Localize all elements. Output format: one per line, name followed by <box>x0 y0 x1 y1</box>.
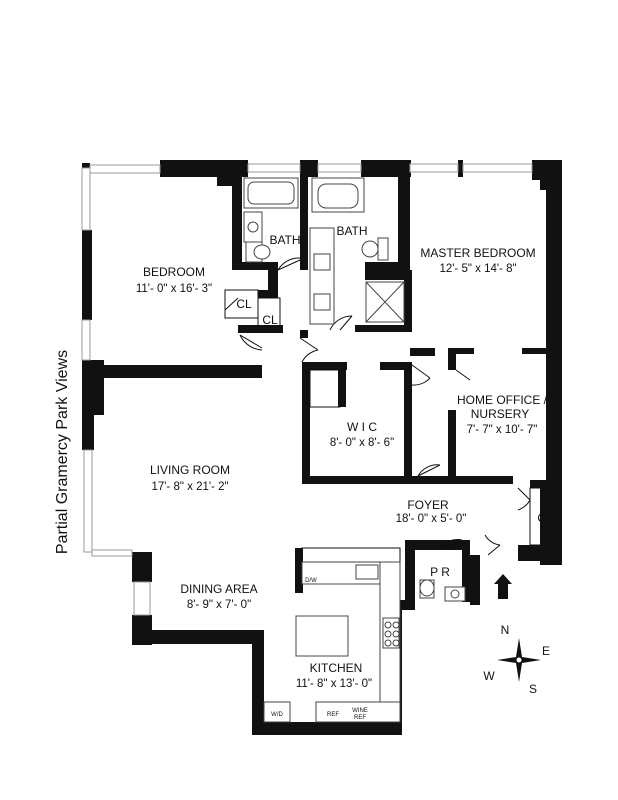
home-office-name-line1: HOME OFFICE / <box>457 393 548 407</box>
compass-icon <box>497 638 541 682</box>
foyer-name: FOYER <box>407 498 449 512</box>
dining-area-dims: 8'- 9" x 7'- 0" <box>187 599 251 611</box>
master-bedroom-name: MASTER BEDROOM <box>420 246 535 260</box>
bath-left-name: BATH <box>269 233 300 247</box>
doors <box>224 257 531 556</box>
wine-ref-label-line2: REF <box>354 715 366 721</box>
living-room-dims: 17'- 8" x 21'- 2" <box>151 481 228 493</box>
wic-name: W I C <box>347 420 377 434</box>
wine-ref-label-line1: WINE <box>352 708 368 714</box>
bedroom-dims: 11'- 0" x 16'- 3" <box>136 283 212 295</box>
master-bedroom-dims: 12'- 5" x 14'- 8" <box>439 263 516 275</box>
wic-dims: 8'- 0" x 8'- 6" <box>330 437 394 449</box>
kitchen-dims: 11'- 8" x 13'- 0" <box>296 678 372 690</box>
interior-walls <box>92 262 547 593</box>
powder-room-name: P R <box>430 565 450 579</box>
washer-dryer-label: W/D <box>271 712 283 718</box>
closet-label-1: CL <box>236 297 252 311</box>
closet-label-2: CL <box>262 313 278 327</box>
refrigerator-label: REF <box>327 712 339 718</box>
foyer-dims: 18'- 0" x 5'- 0" <box>396 513 467 525</box>
home-office-name-line2: NURSERY <box>471 407 529 421</box>
closet-label-3: CL <box>537 511 553 525</box>
windows <box>81 163 533 616</box>
bath-fixtures <box>243 177 466 602</box>
living-room-name: LIVING ROOM <box>150 463 230 477</box>
bath-center-name: BATH <box>336 224 367 238</box>
dining-area-name: DINING AREA <box>180 582 257 596</box>
compass-w: W <box>483 669 495 683</box>
bedroom-name: BEDROOM <box>143 265 205 279</box>
home-office-dims: 7'- 7" x 10'- 7" <box>467 424 538 436</box>
kitchen-name: KITCHEN <box>310 661 363 675</box>
compass-n: N <box>501 623 510 637</box>
room-labels: Partial Gramercy Park Views BEDROOM 11'-… <box>54 224 553 721</box>
entry-arrow-icon <box>494 574 512 599</box>
compass-s: S <box>529 682 537 696</box>
kitchen-fixtures <box>263 561 401 723</box>
dishwasher-label: D/W <box>305 578 317 584</box>
views-label: Partial Gramercy Park Views <box>54 350 71 554</box>
compass-e: E <box>542 644 550 658</box>
